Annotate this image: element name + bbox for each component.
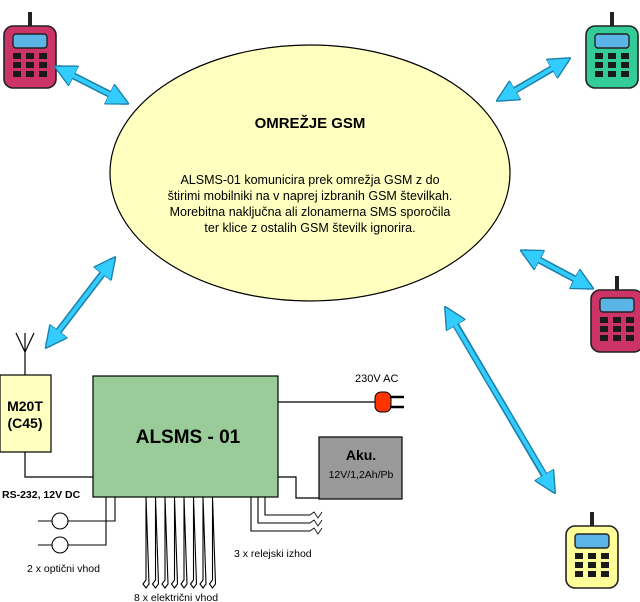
network-desc-line-1: ALSMS-01 komunicira prek omrežja GSM z d… [180,173,439,187]
optical-inputs-label: 2 x optični vhod [27,563,100,575]
device-label: ALSMS - 01 [136,427,241,448]
interface-label: RS-232, 12V DC [2,489,81,501]
electrical-input-wire [170,496,179,589]
mobile-phone-icon [585,11,639,89]
optical-inputs [38,497,116,554]
electrical-input-wire [180,496,188,589]
power-label: 230V AC [355,373,398,385]
modem-label-line-2: (C45) [7,415,42,431]
gsm-network-ellipse [109,44,511,302]
relay-outputs-label: 3 x relejski izhod [234,548,312,560]
power-plug-icon [374,391,404,413]
mobile-phone-icon [3,11,57,89]
modem-label-line-1: M20T [7,398,43,414]
relay-outputs [250,497,323,535]
electrical-inputs [142,496,217,589]
battery-spec: 12V/1,2Ah/Pb [329,469,394,481]
serial-connection [24,452,93,478]
network-desc-line-3: Morebitna naključna ali zlonamerna SMS s… [170,205,451,219]
battery-box [318,436,403,500]
antenna-icon [15,332,35,375]
electrical-input-wire [199,496,207,589]
electrical-input-wire [161,496,169,589]
electrical-inputs-label: 8 x električni vhod [134,592,218,602]
battery-connection [278,476,319,499]
alsms-device-box [92,375,279,498]
mobile-phone-icon [565,511,619,589]
network-desc-line-2: štirimi mobilniki na v naprej izbranih G… [168,189,453,203]
network-desc-line-4: ter klice z ostalih GSM številk ignorira… [204,221,415,235]
electrical-input-wire [142,496,150,589]
electrical-input-wire [208,496,217,589]
battery-title: Aku. [346,447,376,463]
electrical-input-wire [151,496,160,589]
mobile-phone-icon [590,275,640,353]
network-title: OMREŽJE GSM [255,114,366,132]
electrical-input-wire [189,496,198,589]
